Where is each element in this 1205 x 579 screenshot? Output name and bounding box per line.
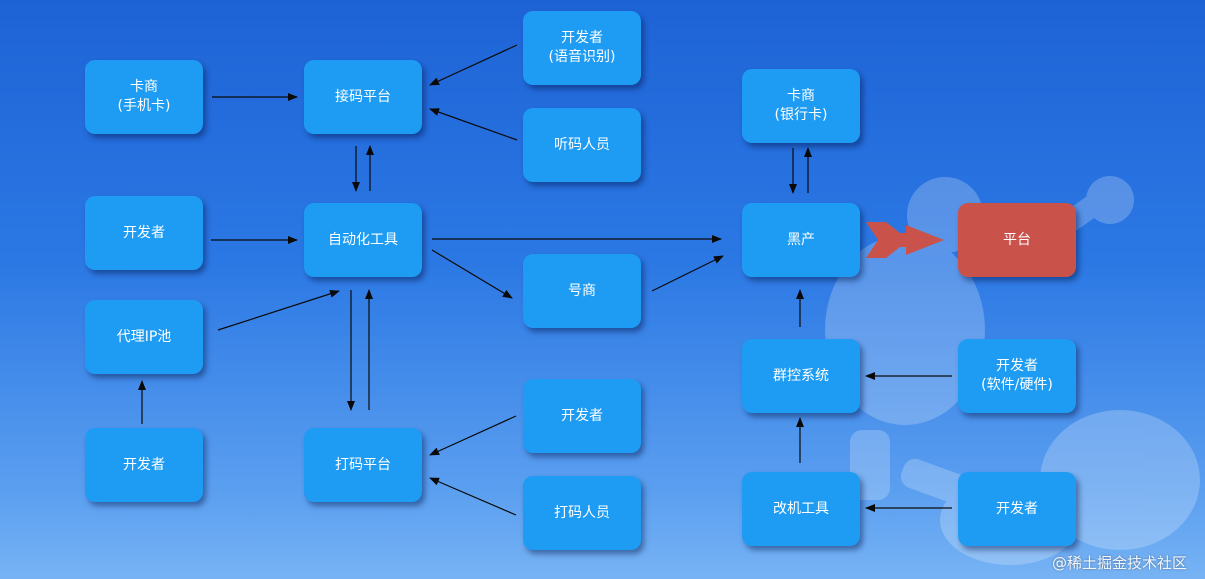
sms-platform-node: 接码平台 (304, 60, 422, 134)
platform-node: 平台 (958, 203, 1076, 277)
card-dealer-sim-node: 卡商 (手机卡) (85, 60, 203, 134)
developer-node-1: 开发者 (85, 196, 203, 270)
edge-listener-to-sms-platform (429, 108, 518, 141)
watermark-text: @稀土掘金技术社区 (1051, 554, 1187, 572)
developer-node-4: 开发者 (958, 472, 1076, 546)
proxy-ip-pool-node: 代理IP池 (85, 300, 203, 374)
card-dealer-bank-node: 卡商 (银行卡) (742, 69, 860, 143)
big-arrow-to-platform (866, 222, 944, 258)
account-dealer-node: 号商 (523, 254, 641, 328)
dev-speech-node: 开发者 (语音识别) (523, 11, 641, 85)
developer-node-2: 开发者 (85, 428, 203, 502)
edge-account-dealer-to-black-industry (651, 255, 724, 292)
dev-sw-hw-node: 开发者 (软件/硬件) (958, 339, 1076, 413)
device-mod-tool-node: 改机工具 (742, 472, 860, 546)
automation-tool-node: 自动化工具 (304, 203, 422, 277)
edge-developer-to-captcha-platform (429, 415, 517, 456)
edge-worker-to-captcha-platform (429, 477, 517, 516)
group-control-node: 群控系统 (742, 339, 860, 413)
edge-speech-dev-to-sms-platform (429, 44, 518, 86)
code-listener-node: 听码人员 (523, 108, 641, 182)
black-industry-node: 黑产 (742, 203, 860, 277)
developer-node-3: 开发者 (523, 379, 641, 453)
edge-proxy-to-automation (217, 289, 340, 331)
captcha-platform-node: 打码平台 (304, 428, 422, 502)
captcha-worker-node: 打码人员 (523, 476, 641, 550)
edge-automation-to-account-dealer (431, 249, 513, 299)
